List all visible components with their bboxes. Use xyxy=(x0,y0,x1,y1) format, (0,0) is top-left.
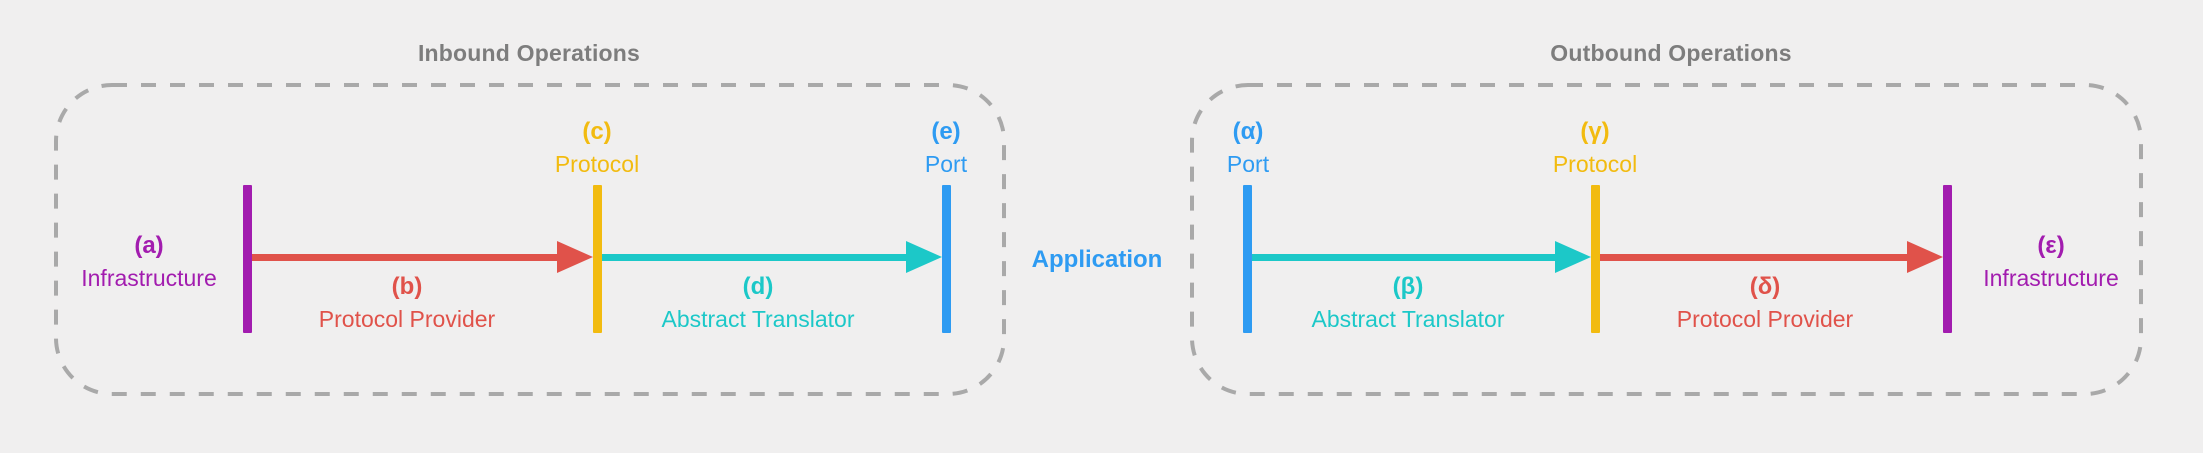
inbound-protocol-provider-name: Protocol Provider xyxy=(318,306,496,332)
inbound-port-bar xyxy=(942,185,951,333)
inbound-abstract-translator-arrowhead xyxy=(906,241,942,273)
outbound-protocol-provider-tag: (δ) xyxy=(1749,273,1781,300)
outbound-port-name: Port xyxy=(1226,151,1270,177)
outbound-abstract-translator-arrowhead xyxy=(1555,241,1591,273)
inbound-port-name: Port xyxy=(924,151,968,177)
outbound-abstract-translator-tag: (β) xyxy=(1392,273,1424,300)
outbound-port-bar xyxy=(1243,185,1252,333)
outbound-protocol-provider-arrowhead xyxy=(1907,241,1943,273)
inbound-infrastructure-tag: (a) xyxy=(134,232,164,259)
inbound-protocol-provider-tag: (b) xyxy=(391,273,423,300)
inbound-infrastructure-name: Infrastructure xyxy=(81,265,217,291)
inbound-abstract-translator-label: (d) Abstract Translator xyxy=(661,270,854,336)
inbound-protocol-provider-arrowhead xyxy=(557,241,593,273)
outbound-infrastructure-label: (ε) Infrastructure xyxy=(1983,229,2119,295)
outbound-port-tag: (α) xyxy=(1232,118,1264,145)
outbound-protocol-provider-label: (δ) Protocol Provider xyxy=(1677,270,1853,336)
inbound-protocol-provider-label: (b) Protocol Provider xyxy=(319,270,495,336)
inbound-infrastructure-bar xyxy=(243,185,252,333)
outbound-port-label: (α) Port xyxy=(1227,115,1269,181)
outbound-abstract-translator-label: (β) Abstract Translator xyxy=(1311,270,1504,336)
inbound-abstract-translator-name: Abstract Translator xyxy=(661,306,855,332)
outbound-protocol-label: (γ) Protocol xyxy=(1553,115,1637,181)
inbound-operations-title: Inbound Operations xyxy=(417,40,641,66)
outbound-protocol-provider-arrow-line xyxy=(1600,254,1908,261)
outbound-abstract-translator-name: Abstract Translator xyxy=(1311,306,1505,332)
inbound-protocol-name: Protocol xyxy=(554,151,640,177)
inbound-protocol-bar xyxy=(593,185,602,333)
outbound-protocol-name: Protocol xyxy=(1552,151,1638,177)
outbound-infrastructure-name: Infrastructure xyxy=(1983,265,2119,291)
inbound-protocol-label: (c) Protocol xyxy=(555,115,639,181)
inbound-port-tag: (e) xyxy=(931,118,961,145)
outbound-operations-title: Outbound Operations xyxy=(1550,40,1792,66)
outbound-infrastructure-tag: (ε) xyxy=(2037,232,2065,259)
outbound-abstract-translator-arrow-line xyxy=(1252,254,1556,261)
outbound-protocol-tag: (γ) xyxy=(1580,118,1610,145)
inbound-operations-boundary xyxy=(54,83,1006,396)
outbound-operations-boundary xyxy=(1190,83,2143,396)
outbound-protocol-provider-name: Protocol Provider xyxy=(1676,306,1854,332)
application-label: Application xyxy=(1031,246,1163,273)
inbound-protocol-tag: (c) xyxy=(582,118,612,145)
inbound-abstract-translator-arrow-line xyxy=(602,254,908,261)
inbound-abstract-translator-tag: (d) xyxy=(742,273,774,300)
outbound-infrastructure-bar xyxy=(1943,185,1952,333)
inbound-infrastructure-label: (a) Infrastructure xyxy=(81,229,217,295)
inbound-protocol-provider-arrow-line xyxy=(252,254,560,261)
outbound-protocol-bar xyxy=(1591,185,1600,333)
inbound-port-label: (e) Port xyxy=(925,115,967,181)
